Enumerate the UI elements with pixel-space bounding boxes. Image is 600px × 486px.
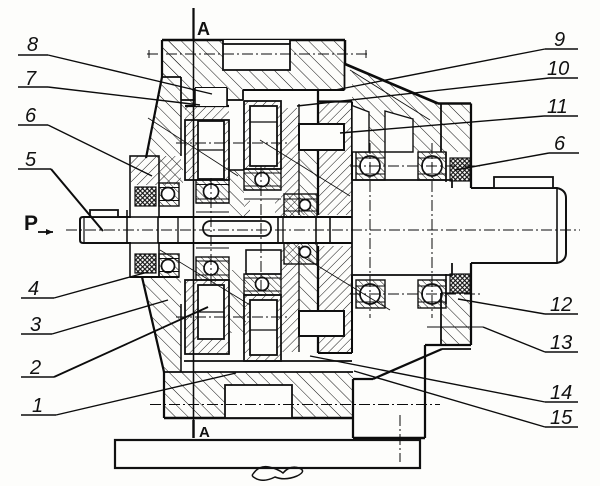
svg-text:A: A bbox=[197, 19, 210, 39]
svg-text:15: 15 bbox=[550, 407, 573, 429]
svg-text:A: A bbox=[199, 424, 210, 441]
svg-text:4: 4 bbox=[28, 278, 39, 300]
svg-text:5: 5 bbox=[25, 149, 37, 171]
svg-text:3: 3 bbox=[30, 314, 41, 336]
svg-text:7: 7 bbox=[25, 68, 37, 90]
svg-text:13: 13 bbox=[550, 332, 572, 354]
svg-text:12: 12 bbox=[550, 294, 572, 316]
svg-text:6: 6 bbox=[25, 105, 37, 127]
svg-text:10: 10 bbox=[547, 58, 569, 80]
svg-text:2: 2 bbox=[29, 357, 41, 379]
svg-text:14: 14 bbox=[550, 382, 572, 404]
svg-text:8: 8 bbox=[27, 34, 38, 56]
svg-text:1: 1 bbox=[32, 395, 43, 417]
svg-text:9: 9 bbox=[554, 29, 565, 51]
svg-text:11: 11 bbox=[547, 96, 568, 118]
svg-text:P: P bbox=[24, 212, 38, 235]
svg-text:6: 6 bbox=[554, 133, 566, 155]
